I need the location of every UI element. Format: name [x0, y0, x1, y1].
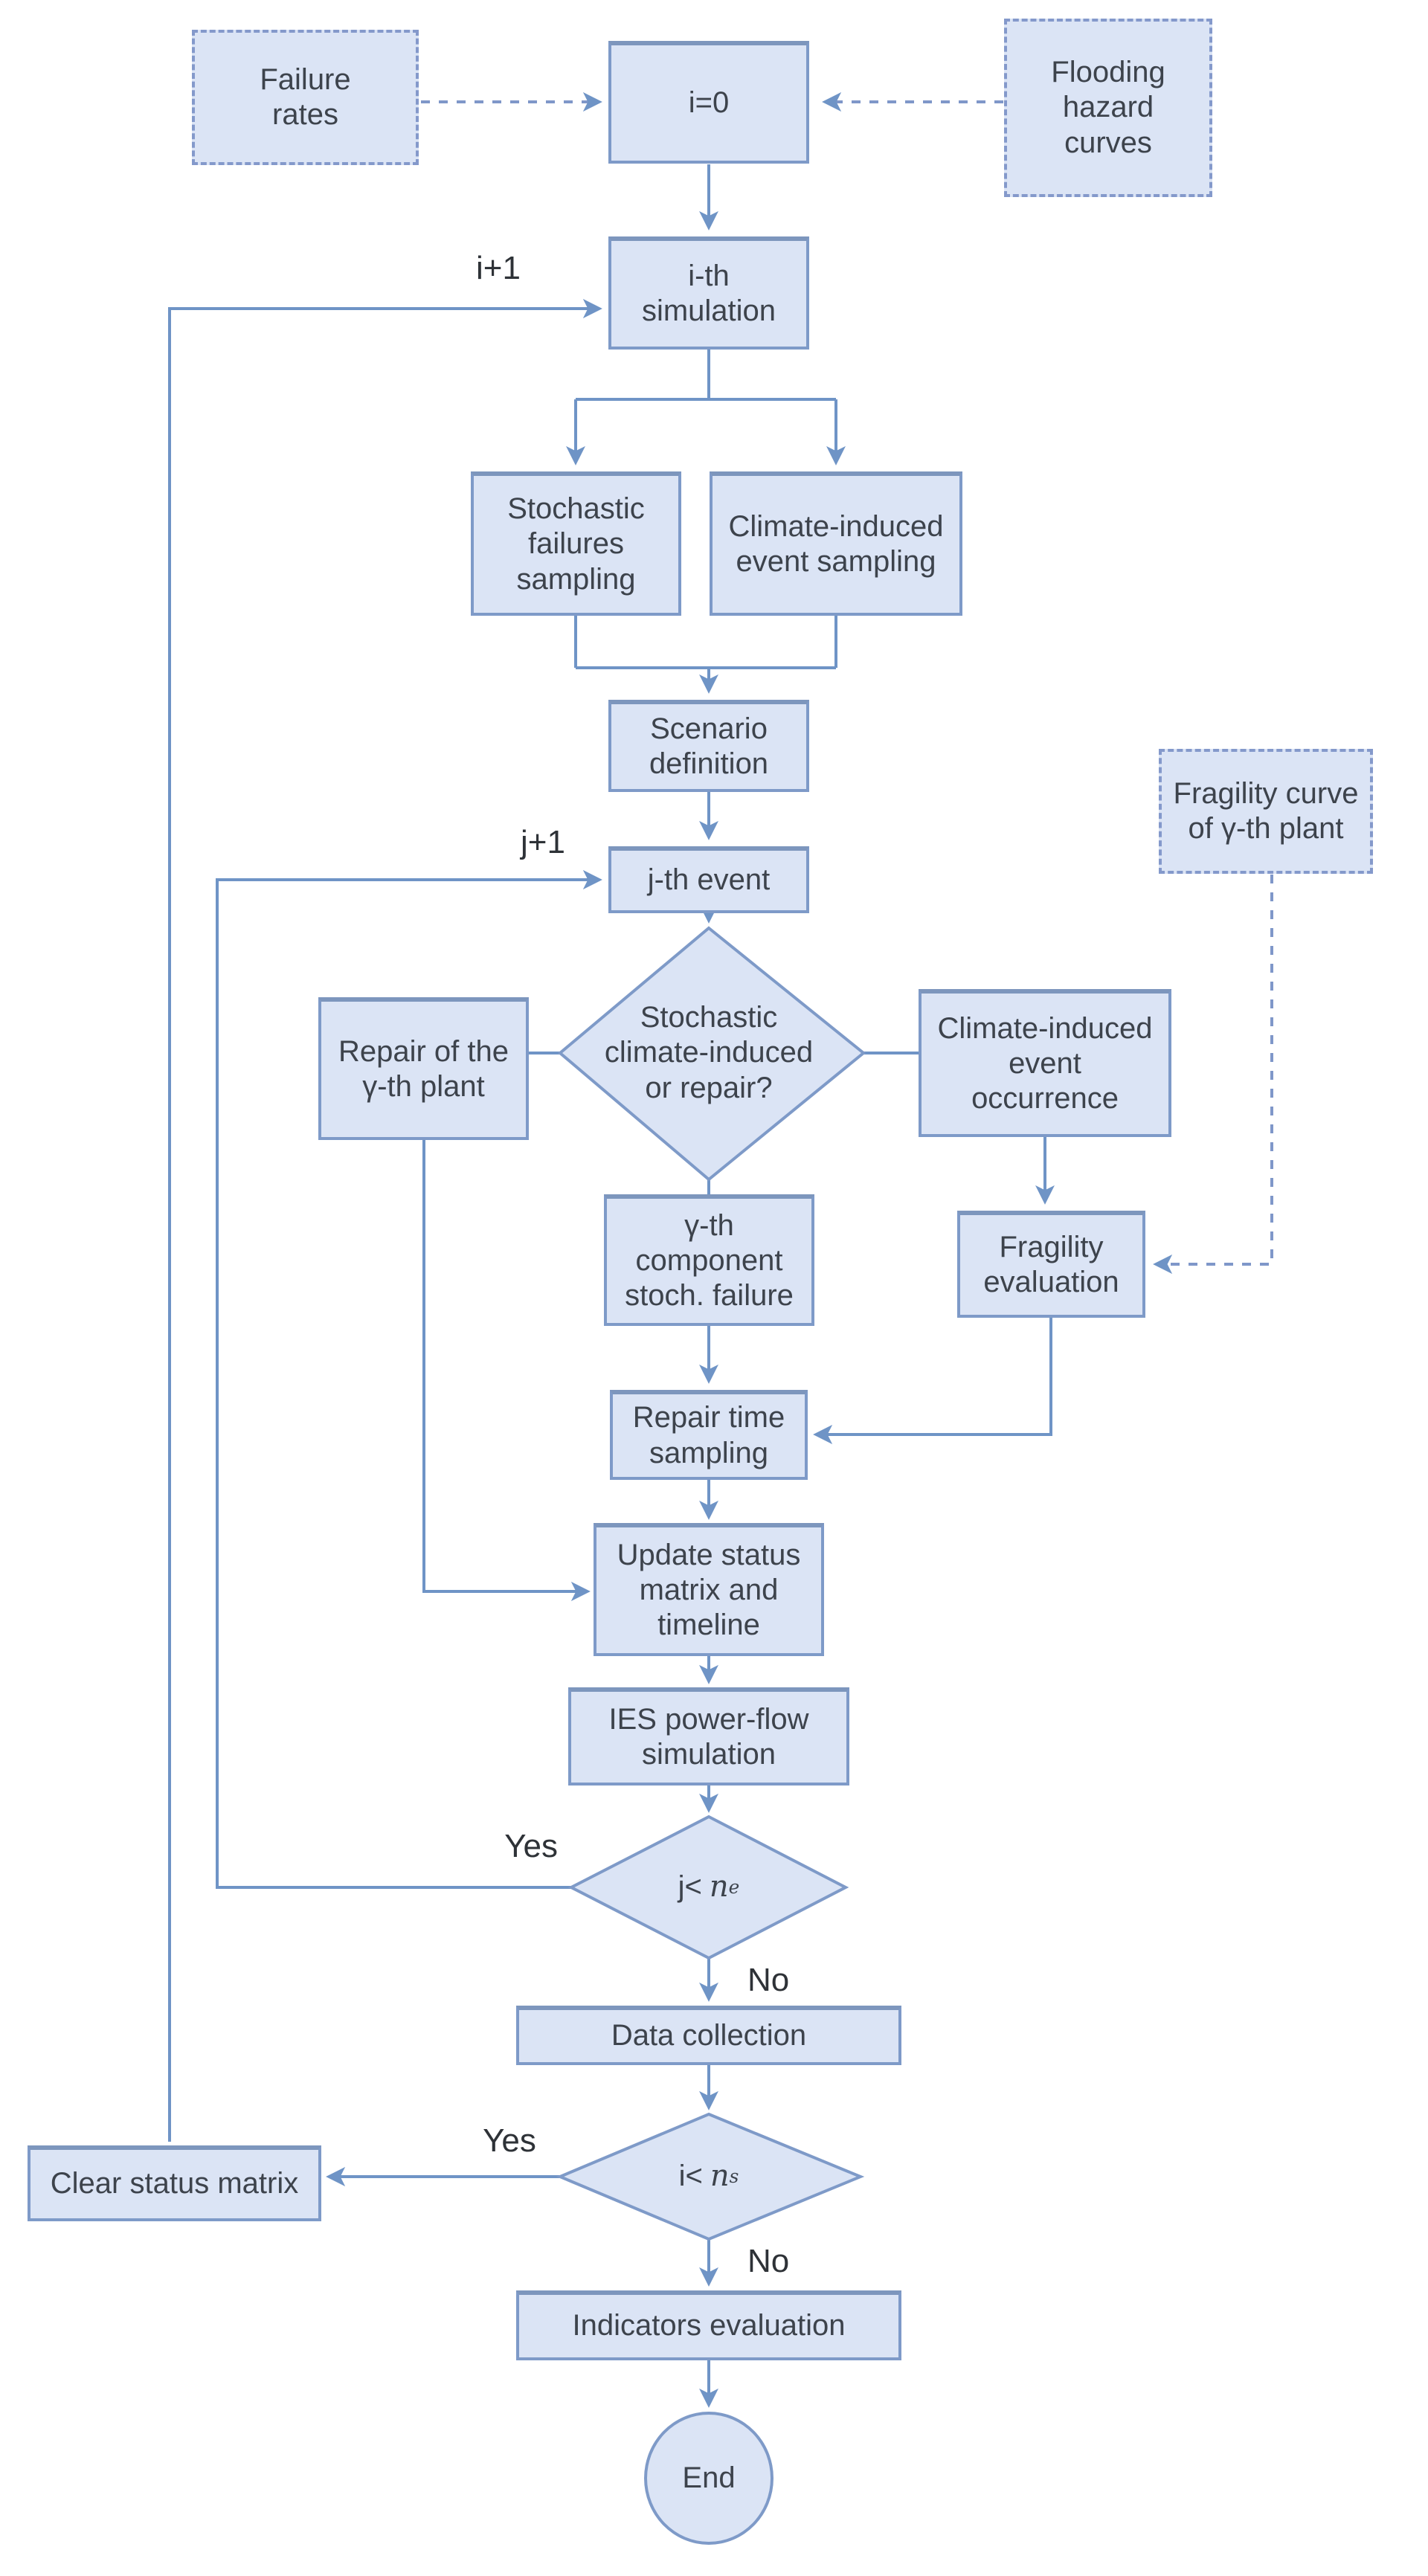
process-repair-time-sampling: Repair time sampling — [610, 1390, 808, 1480]
decision-je-sub: e — [728, 1876, 740, 1899]
label-no-is: No — [747, 2243, 790, 2279]
decision-stochastic-or-repair-shape — [557, 926, 866, 1182]
label-yes-is: Yes — [483, 2122, 536, 2159]
decision-stochastic-or-repair-label: Stochastic climate-induced or repair? — [604, 1001, 814, 1104]
process-data-collection: Data collection — [516, 2006, 901, 2065]
process-init-i0: i=0 — [608, 41, 809, 164]
process-ies-power-flow: IES power-flow simulation — [568, 1687, 849, 1786]
label-i-plus-1: i+1 — [476, 250, 521, 286]
decision-is-sub: s — [729, 2166, 739, 2188]
label-yes-je: Yes — [504, 1828, 558, 1864]
input-flooding-hazard-curves: Flooding hazard curves — [1004, 19, 1212, 197]
edge-iplus1-loop — [168, 299, 602, 2142]
decision-je-var: n — [709, 1870, 729, 1904]
terminator-end: End — [644, 2412, 774, 2545]
process-indicators-evaluation: Indicators evaluation — [516, 2290, 901, 2360]
edge-fragility-to-repairtime — [813, 1318, 1052, 1444]
decision-i-lt-ns-shape — [556, 2112, 865, 2241]
label-no-je: No — [747, 1962, 790, 1998]
input-fragility-curve: Fragility curve of γ-th plant — [1159, 749, 1373, 874]
process-climate-event-sampling: Climate-induced event sampling — [710, 471, 962, 616]
process-gamma-component-failure: γ-th component stoch. failure — [604, 1194, 814, 1326]
label-j-plus-1: j+1 — [521, 824, 565, 860]
process-scenario-definition: Scenario definition — [608, 700, 809, 792]
decision-j-lt-ne-shape — [567, 1815, 849, 1960]
process-fragility-evaluation: Fragility evaluation — [957, 1211, 1145, 1318]
edge-jplus1-loop — [216, 870, 602, 1889]
edge-split-bar — [576, 350, 836, 401]
decision-je-prefix: j< — [678, 1870, 702, 1904]
process-repair-gamma-plant: Repair of the γ-th plant — [318, 997, 529, 1140]
edge-fragility-curve-to-evaluation — [1153, 875, 1273, 1274]
process-clear-status-matrix: Clear status matrix — [28, 2145, 321, 2221]
edge-merge-bar — [574, 616, 837, 669]
process-update-status-matrix: Update status matrix and timeline — [594, 1523, 824, 1656]
decision-is-var: n — [710, 2159, 730, 2194]
process-jth-event: j-th event — [608, 846, 809, 913]
edge-repairplant-to-update — [422, 1140, 591, 1601]
process-climate-event-occurrence: Climate-induced event occurrence — [919, 989, 1171, 1137]
process-ith-simulation: i-th simulation — [608, 236, 809, 350]
decision-is-prefix: i< — [678, 2160, 703, 2193]
input-failure-rates: Failure rates — [192, 30, 419, 165]
process-stochastic-failures-sampling: Stochastic failures sampling — [471, 471, 681, 616]
